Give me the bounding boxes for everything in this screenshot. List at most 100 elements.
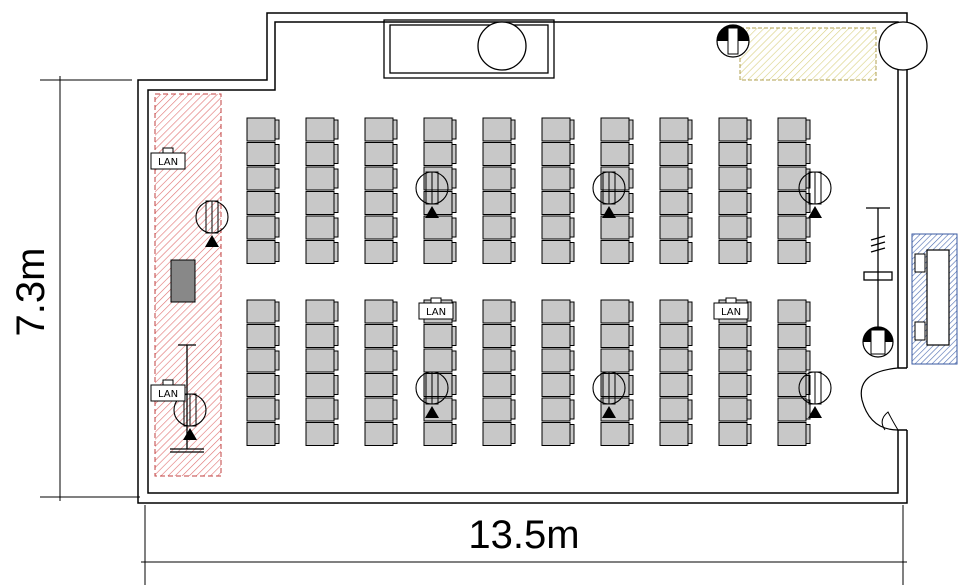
speaker-icon [798, 171, 832, 218]
chair [659, 166, 693, 191]
chair [541, 299, 575, 324]
lan-label: LAN [158, 157, 178, 168]
chair [246, 191, 280, 215]
triangle-marker-icon [425, 406, 439, 418]
chair [718, 240, 752, 264]
chair [305, 142, 339, 166]
chair [423, 117, 457, 142]
chair [718, 324, 752, 348]
lan-outlet-icon: LAN [150, 147, 186, 170]
chair [541, 397, 575, 422]
chair [482, 299, 516, 324]
chair [305, 397, 339, 422]
chair [423, 142, 457, 166]
speaker-icon [592, 371, 626, 418]
speaker-icon [592, 171, 626, 218]
chair [305, 240, 339, 264]
chair [659, 324, 693, 348]
chair [305, 299, 339, 324]
chair [600, 117, 634, 142]
chair [423, 324, 457, 348]
chair [600, 324, 634, 348]
chair [777, 142, 811, 166]
entrance-door [860, 367, 910, 431]
chair [541, 324, 575, 348]
chair [246, 299, 280, 324]
chair [246, 348, 280, 373]
chair [718, 348, 752, 373]
lan-outlets: LAN LAN LAN LAN [150, 147, 749, 402]
chair [305, 117, 339, 142]
chair [600, 191, 634, 215]
triangle-marker-icon [205, 235, 219, 247]
chair [659, 117, 693, 142]
lan-label: LAN [158, 389, 178, 400]
screen-stand [863, 207, 893, 345]
chair [364, 166, 398, 191]
chair [482, 240, 516, 264]
chair [659, 142, 693, 166]
chair [246, 240, 280, 264]
chair [541, 166, 575, 191]
chair [482, 373, 516, 397]
chair [600, 299, 634, 324]
chair [777, 324, 811, 348]
chair [364, 142, 398, 166]
triangle-marker-icon [808, 206, 822, 218]
chair [246, 397, 280, 422]
chair [718, 166, 752, 191]
chair [482, 324, 516, 348]
triangle-marker-icon [425, 206, 439, 218]
chair [246, 166, 280, 191]
counter-area [739, 27, 877, 81]
chair [541, 142, 575, 166]
height-dimension [40, 76, 140, 501]
speaker-icon [173, 393, 207, 440]
width-dimension [141, 505, 907, 585]
chair [482, 191, 516, 215]
chair [246, 142, 280, 166]
triangle-marker-icon [602, 406, 616, 418]
triangle-marker-icon [602, 206, 616, 218]
speaker-icon [195, 200, 229, 247]
speaker-icon [415, 371, 449, 418]
chair [600, 166, 634, 191]
chair [777, 191, 811, 215]
chair [364, 324, 398, 348]
triangle-marker-icon [183, 428, 197, 440]
lan-outlet-icon: LAN [418, 297, 454, 320]
stand-icon [170, 344, 204, 453]
chair [482, 166, 516, 191]
chair [423, 348, 457, 373]
height-label: 7.3m [9, 248, 53, 337]
chair [659, 191, 693, 215]
chair [777, 373, 811, 397]
chair [541, 191, 575, 215]
speaker-icon [798, 371, 832, 418]
lan-label: LAN [721, 307, 741, 318]
speaker-icon [716, 24, 750, 58]
chair [541, 373, 575, 397]
chair [364, 299, 398, 324]
chair [305, 422, 339, 446]
chair [246, 117, 280, 142]
chair [718, 117, 752, 142]
lan-outlet-icon: LAN [713, 297, 749, 320]
chair [305, 324, 339, 348]
chair [541, 422, 575, 446]
chair [659, 373, 693, 397]
speaker-icon [862, 326, 894, 358]
podium [170, 259, 196, 303]
chair [423, 215, 457, 240]
chair [364, 117, 398, 142]
chair [718, 373, 752, 397]
chair [600, 348, 634, 373]
chair [482, 215, 516, 240]
chair [541, 348, 575, 373]
chair [482, 142, 516, 166]
chair [305, 166, 339, 191]
lan-label: LAN [426, 307, 446, 318]
chair [246, 422, 280, 446]
chair [718, 422, 752, 446]
